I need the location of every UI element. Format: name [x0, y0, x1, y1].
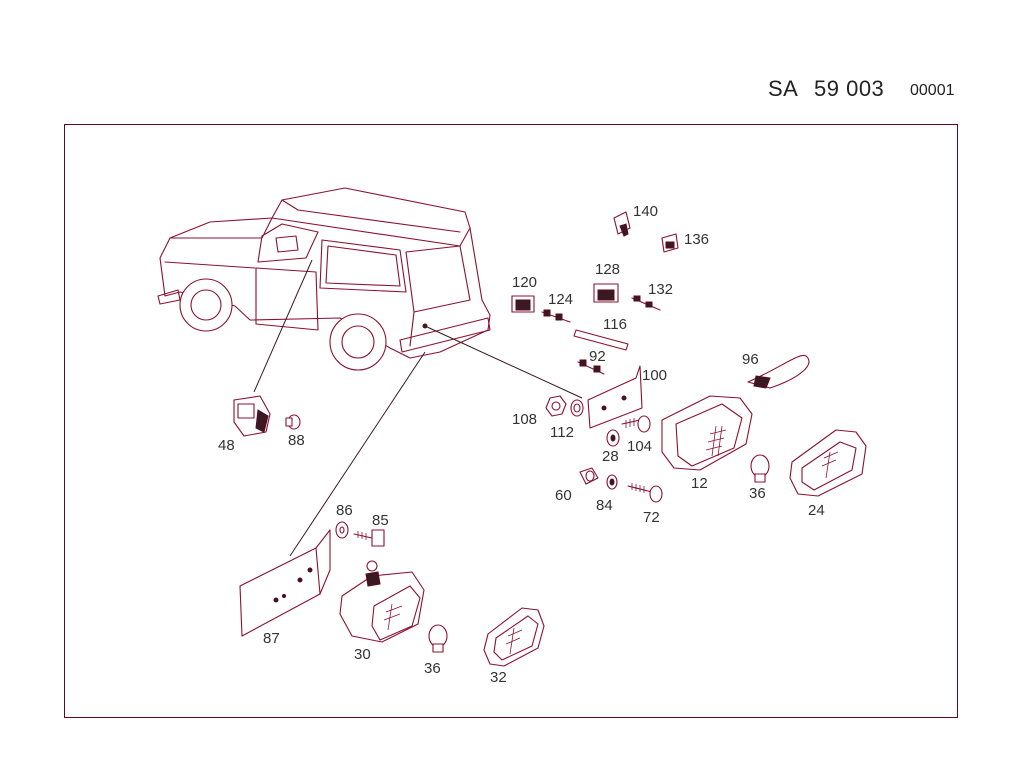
vehicle-illustration [157, 187, 491, 371]
part-116-tube [573, 329, 629, 351]
part-28-grommet [606, 429, 620, 447]
part-24-lamp [789, 429, 867, 497]
part-72-screw [627, 483, 663, 503]
label-60: 60 [555, 487, 572, 504]
part-84-washer [606, 474, 618, 490]
part-120-connector [511, 295, 535, 313]
part-132-terminals [631, 295, 661, 311]
part-140-relay-clip [613, 211, 631, 237]
label-132: 132 [648, 281, 673, 298]
label-85: 85 [372, 512, 389, 529]
part-30-fog-lamp [339, 560, 425, 643]
label-136: 136 [684, 231, 709, 248]
label-116: 116 [603, 316, 627, 333]
label-140: 140 [633, 203, 658, 220]
part-108-nut [545, 395, 567, 417]
label-120: 120 [512, 274, 537, 291]
label-28: 28 [602, 448, 619, 465]
part-104-screw [621, 415, 651, 433]
drawing-header: SA 59 003 00001 [0, 0, 1024, 120]
sheet-number: 00001 [910, 82, 955, 99]
label-12: 12 [691, 475, 708, 492]
label-86: 86 [336, 502, 353, 519]
label-92: 92 [589, 348, 606, 365]
label-84: 84 [596, 497, 613, 514]
section-code: SA [768, 76, 799, 101]
label-30: 30 [354, 646, 371, 663]
part-100-bracket [587, 365, 643, 429]
label-32: 32 [490, 669, 507, 686]
part-112-washer [570, 399, 584, 417]
part-32-lamp [483, 607, 545, 667]
label-36-upper: 36 [749, 485, 766, 502]
label-24: 24 [808, 502, 825, 519]
part-12-tail-lamp [661, 395, 753, 471]
label-108: 108 [512, 411, 537, 428]
label-112: 112 [550, 424, 574, 441]
label-88: 88 [288, 432, 305, 449]
part-136-plug [661, 233, 679, 253]
label-72: 72 [643, 509, 660, 526]
part-87-mounting-plate [239, 529, 331, 637]
part-124-terminals [541, 309, 571, 323]
part-48-switch [233, 395, 271, 437]
group-code: 59 003 [814, 76, 885, 101]
part-60-sleeve [579, 467, 599, 485]
part-86-washer [335, 521, 349, 539]
label-100: 100 [642, 367, 667, 384]
part-36-bulb [750, 454, 770, 483]
part-88-bulb [285, 414, 301, 430]
part-128-connector [593, 283, 619, 303]
label-104: 104 [627, 438, 652, 455]
drawing-frame [64, 124, 958, 718]
part-number-labels: 140 136 120 128 124 132 116 92 100 96 10… [218, 203, 825, 686]
label-36-lower: 36 [424, 660, 441, 677]
part-92-terminals [577, 359, 605, 375]
label-48: 48 [218, 437, 235, 454]
label-96: 96 [742, 351, 759, 368]
part-85-bolt [353, 529, 385, 547]
label-128: 128 [595, 261, 620, 278]
part-96-cable-tie [747, 354, 810, 389]
label-87: 87 [263, 630, 280, 647]
label-124: 124 [548, 291, 573, 308]
part-36-bulb-lower [428, 624, 448, 653]
